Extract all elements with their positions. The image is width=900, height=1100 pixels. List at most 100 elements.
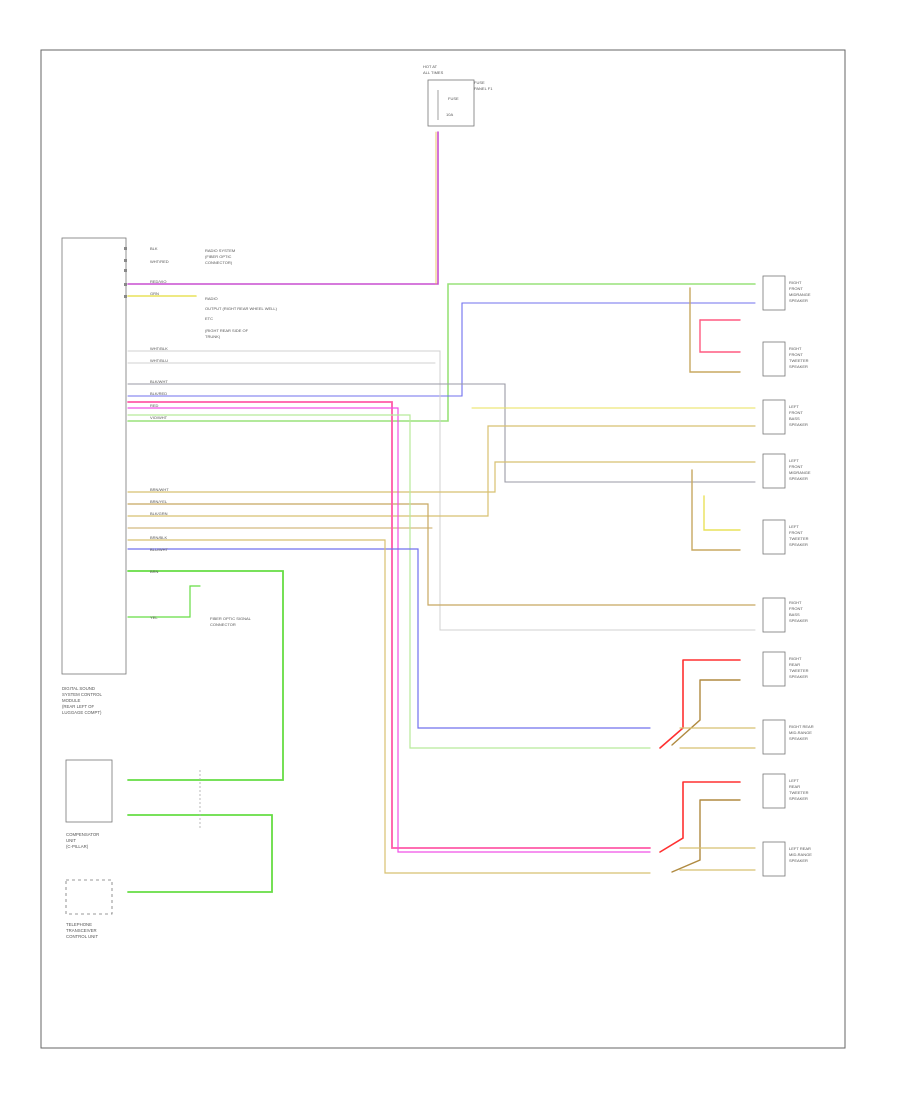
svg-text:CONNECTOR): CONNECTOR) [205, 260, 233, 265]
wire-green-rf-mid [127, 283, 756, 422]
svg-text:YEL: YEL [150, 615, 158, 620]
svg-text:MIDRANGE: MIDRANGE [789, 292, 811, 297]
svg-text:VIO/WHT: VIO/WHT [150, 415, 168, 420]
wire-brown-lf [691, 469, 741, 551]
speaker-rr-tweeter: RIGHT REAR TWEETER SPEAKER [762, 651, 809, 687]
fuse-panel-line1: FUSE [474, 80, 485, 85]
wire-blue-rf-mid [127, 302, 756, 397]
svg-text:RADIO: RADIO [205, 296, 218, 301]
svg-text:RADIO SYSTEM: RADIO SYSTEM [205, 248, 235, 253]
svg-text:WHT/BLK: WHT/BLK [150, 346, 168, 351]
svg-text:BLK: BLK [150, 246, 158, 251]
svg-text:LEFT: LEFT [789, 524, 799, 529]
speaker-rf-bass: RIGHT FRONT BASS SPEAKER [762, 597, 808, 633]
diagram-frame [40, 49, 846, 1049]
fuse-panel: HOT AT ALL TIMES FUSE PANEL F1 FUSE 10A [423, 64, 493, 127]
svg-text:LEFT: LEFT [789, 778, 799, 783]
svg-text:SPEAKER: SPEAKER [789, 298, 808, 303]
svg-text:RED: RED [150, 403, 159, 408]
svg-text:BLK/RED: BLK/RED [150, 391, 167, 396]
svg-text:TRUNK): TRUNK) [205, 334, 221, 339]
svg-text:SPEAKER: SPEAKER [789, 736, 808, 741]
svg-text:WHT/RED: WHT/RED [150, 259, 169, 264]
svg-text:RIGHT REAR: RIGHT REAR [789, 724, 814, 729]
fuse-name: FUSE [448, 96, 459, 101]
svg-text:MID-RANGE: MID-RANGE [789, 852, 812, 857]
module-line4: (REAR LEFT OF [62, 704, 95, 709]
speaker-lr-midrange: LEFT REAR MID-RANGE SPEAKER [762, 841, 812, 877]
svg-text:FRONT: FRONT [789, 464, 803, 469]
compensator-unit: COMPENSATOR UNIT (C-PILLAR) [65, 759, 201, 849]
svg-text:TWEETER: TWEETER [789, 536, 809, 541]
svg-text:RIGHT: RIGHT [789, 600, 802, 605]
svg-text:MID-RANGE: MID-RANGE [789, 730, 812, 735]
svg-text:BASS: BASS [789, 416, 800, 421]
telephone-line3: CONTROL UNIT [66, 934, 98, 939]
fuse-panel-line2: PANEL F1 [474, 86, 493, 91]
svg-text:FRONT: FRONT [789, 410, 803, 415]
svg-text:(FIBER OPTIC: (FIBER OPTIC [205, 254, 232, 259]
svg-text:SPEAKER: SPEAKER [789, 542, 808, 547]
svg-text:WHT/BLU: WHT/BLU [150, 358, 168, 363]
module-line3: MODULE [62, 698, 81, 703]
svg-text:LEFT: LEFT [789, 404, 799, 409]
svg-text:BLU/WHT: BLU/WHT [150, 547, 169, 552]
svg-text:LEFT REAR: LEFT REAR [789, 846, 811, 851]
telephone-transceiver: TELEPHONE TRANSCEIVER CONTROL UNIT [65, 879, 113, 939]
svg-text:FRONT: FRONT [789, 530, 803, 535]
wires [127, 131, 756, 893]
module-line5: LUGGAGE COMPT) [62, 710, 102, 715]
svg-text:MIDRANGE: MIDRANGE [789, 470, 811, 475]
speaker-lf-tweeter: LEFT FRONT TWEETER SPEAKER [762, 519, 809, 555]
wire-violet-fuse [127, 131, 439, 285]
svg-text:BRN/WHT: BRN/WHT [150, 487, 169, 492]
svg-text:CONNECTOR: CONNECTOR [210, 622, 236, 627]
wire-labels: BLK WHT/RED RED/VIO GRN WHT/BLK WHT/BLU … [150, 246, 169, 620]
speaker-lf-bass: LEFT FRONT BASS SPEAKER [762, 399, 808, 435]
speaker-rr-midrange: RIGHT REAR MID-RANGE SPEAKER [762, 719, 814, 755]
wire-red-lr [659, 781, 741, 853]
svg-text:RIGHT: RIGHT [789, 346, 802, 351]
wire-pink-lr [127, 401, 651, 849]
svg-text:FIBER OPTIC SIGNAL: FIBER OPTIC SIGNAL [210, 616, 252, 621]
wire-green-comp-1 [127, 570, 284, 781]
speaker-lf-midrange: LEFT FRONT MIDRANGE SPEAKER [762, 453, 811, 489]
svg-text:RIGHT: RIGHT [789, 656, 802, 661]
wire-gray-1 [127, 350, 756, 631]
svg-text:REAR: REAR [789, 784, 800, 789]
svg-text:SPEAKER: SPEAKER [789, 364, 808, 369]
speaker-lr-tweeter: LEFT REAR TWEETER SPEAKER [762, 773, 809, 809]
svg-text:RED/VIO: RED/VIO [150, 279, 166, 284]
svg-text:FRONT: FRONT [789, 352, 803, 357]
telephone-line2: TRANSCEIVER [66, 928, 97, 933]
wire-tan-lf-bass [127, 425, 756, 517]
module-line2: SYSTEM CONTROL [62, 692, 102, 697]
svg-text:FRONT: FRONT [789, 606, 803, 611]
svg-text:TWEETER: TWEETER [789, 358, 809, 363]
svg-text:SPEAKER: SPEAKER [789, 476, 808, 481]
svg-text:RIGHT: RIGHT [789, 280, 802, 285]
speaker-rf-midrange: RIGHT FRONT MIDRANGE SPEAKER [762, 275, 811, 311]
wire-gray-3 [127, 383, 756, 483]
note-radio: RADIO SYSTEM (FIBER OPTIC CONNECTOR) [205, 248, 235, 265]
svg-text:BASS: BASS [789, 612, 800, 617]
wire-tan-rf-bass [127, 503, 756, 606]
svg-text:TWEETER: TWEETER [789, 668, 809, 673]
svg-text:BLK/WHT: BLK/WHT [150, 379, 168, 384]
speaker-rf-tweeter: RIGHT FRONT TWEETER SPEAKER [762, 341, 809, 377]
svg-text:TWEETER: TWEETER [789, 790, 809, 795]
note-ground: RADIO OUTPUT (RIGHT REAR WHEEL WELL) ETC… [205, 296, 278, 339]
svg-text:FRONT: FRONT [789, 286, 803, 291]
svg-text:(RIGHT REAR SIDE OF: (RIGHT REAR SIDE OF [205, 328, 249, 333]
compensator-line2: UNIT [66, 838, 76, 843]
compensator-line3: (C-PILLAR) [66, 844, 89, 849]
wire-blue-rr [127, 548, 651, 729]
svg-text:SPEAKER: SPEAKER [789, 618, 808, 623]
wire-magenta-lr [127, 407, 651, 853]
wire-brown-rf-1 [689, 287, 741, 373]
svg-text:GRN: GRN [150, 291, 159, 296]
svg-text:OUTPUT (RIGHT REAR WHEEL WELL): OUTPUT (RIGHT REAR WHEEL WELL) [205, 306, 278, 311]
module-line1: DIGITAL SOUND [62, 686, 95, 691]
wire-tan-lr [127, 539, 651, 874]
